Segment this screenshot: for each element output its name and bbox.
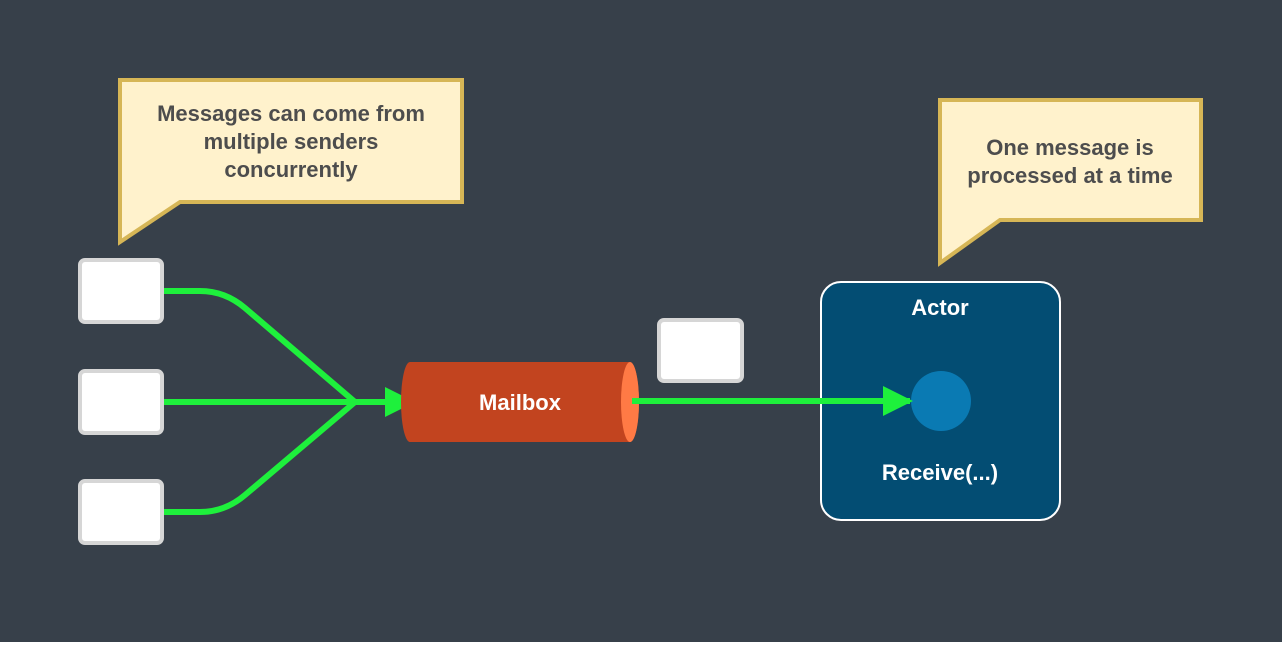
sender-message-1 <box>78 258 164 324</box>
actor-title: Actor <box>911 295 969 320</box>
mailbox-label: Mailbox <box>479 390 562 415</box>
senders-callout-line-1: Messages can come from <box>157 101 425 126</box>
mailbox: Mailbox <box>401 362 639 442</box>
sender-message-3 <box>78 479 164 545</box>
senders-callout-line-2: multiple senders <box>204 129 379 154</box>
actor: Actor Receive(...) <box>820 281 1061 521</box>
receive-handler-label: Receive(...) <box>882 460 998 485</box>
dequeued-message <box>657 318 744 383</box>
processing-callout-line-2: processed at a time <box>967 163 1172 188</box>
processing-callout: One message is processed at a time <box>938 98 1203 267</box>
senders-callout-bubble <box>118 78 464 246</box>
receive-handler-dot <box>911 371 971 431</box>
arrow-sender-3 <box>159 399 358 515</box>
sender-message-2 <box>78 369 164 435</box>
mailbox-body <box>401 362 639 442</box>
processing-callout-bubble <box>938 98 1203 267</box>
senders-callout-line-3: concurrently <box>224 157 358 182</box>
arrow-sender-1 <box>159 288 358 405</box>
processing-callout-line-1: One message is <box>986 135 1154 160</box>
mailbox-cap <box>621 362 639 442</box>
senders-callout: Messages can come from multiple senders … <box>118 78 464 246</box>
